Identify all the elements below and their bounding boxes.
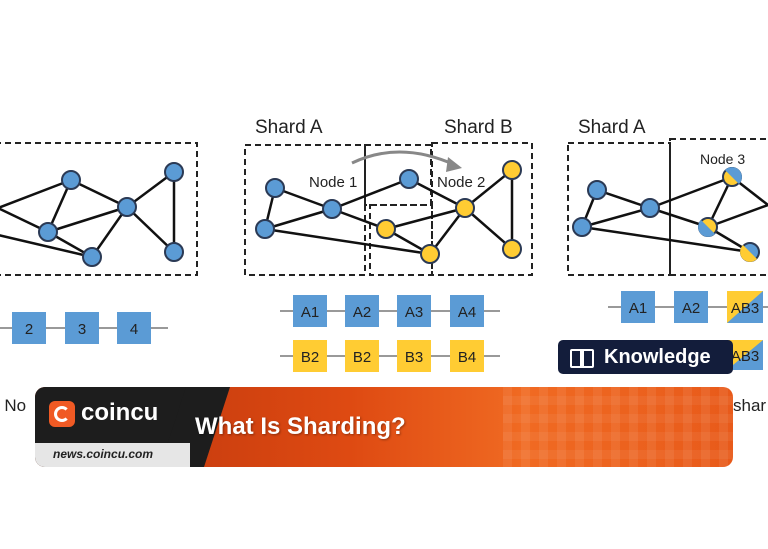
knowledge-label: Knowledge [604,345,711,368]
block-label: AB3 [731,348,759,365]
left-panel: 2 3 4 ) No [0,142,198,415]
left-caption: ) No [0,396,26,415]
title-banner: coincu news.coincu.com What Is Sharding? [35,387,733,467]
shard-b-label: Shard B [444,117,513,138]
shard-a-label-right: Shard A [578,117,646,138]
block-label: AB3 [731,300,759,317]
block-label: A4 [458,304,476,321]
block-label: A2 [682,300,700,317]
knowledge-badge: Knowledge [558,340,733,374]
block-label: B3 [405,349,423,366]
book-icon [570,347,594,368]
node3-label: Node 3 [700,151,745,167]
block-label: B4 [458,349,476,366]
node2-label: Node 2 [437,174,485,191]
block-label: A1 [301,304,319,321]
brand-name: coincu [81,399,159,426]
block-label: A2 [353,304,371,321]
block-label: B2 [353,349,371,366]
block-label: A1 [629,300,647,317]
middle-panel: Shard A Shard B Node 1 Node 2 [244,117,533,372]
article-title: What Is Sharding? [195,413,406,440]
site-strip: news.coincu.com [35,443,190,467]
block-label: 2 [25,321,33,338]
brand-block: coincu news.coincu.com [35,387,195,467]
coincu-logo-icon [49,401,75,427]
shard-a-label: Shard A [255,117,323,138]
right-panel: Shard A Node 3 [567,117,768,415]
right-caption: shar [733,396,766,415]
pixel-decoration [503,387,733,467]
block-label: A3 [405,304,423,321]
block-label: 4 [130,321,138,338]
node1-label: Node 1 [309,174,357,191]
block-label: B2 [301,349,319,366]
block-label: 3 [78,321,86,338]
site-url: news.coincu.com [53,447,154,461]
